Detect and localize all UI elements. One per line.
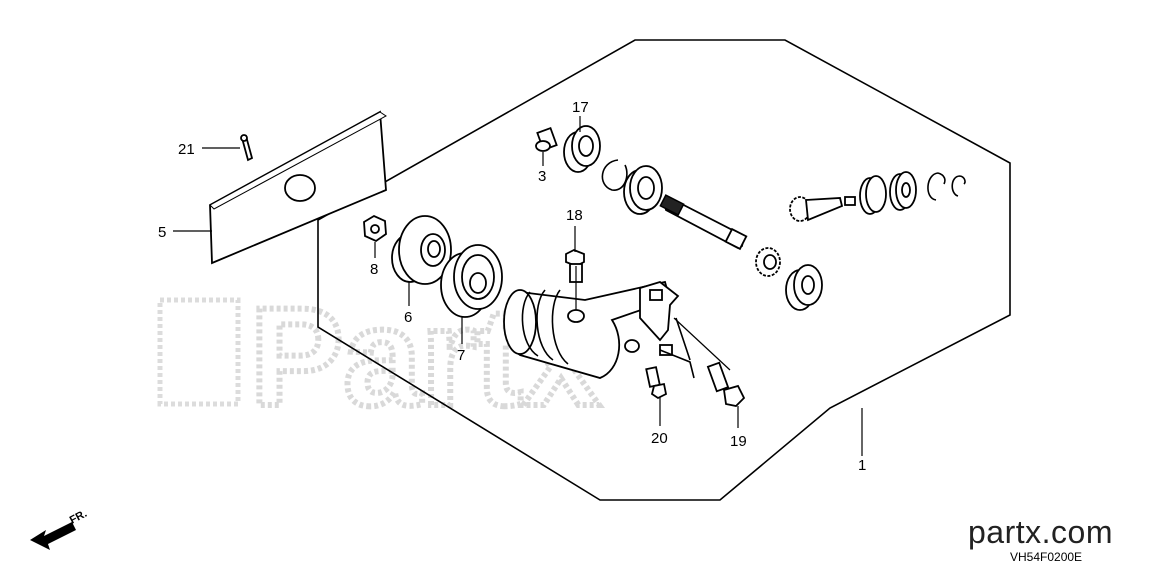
svg-text:FR.: FR. — [68, 508, 89, 527]
bolt-19 — [706, 361, 746, 407]
callout-5: 5 — [158, 224, 166, 241]
callout-20: 20 — [651, 430, 668, 447]
callout-19: 19 — [730, 433, 747, 450]
assembly-outline — [317, 39, 1011, 501]
bevel-gear-shaft — [789, 196, 856, 222]
callout-8: 8 — [370, 261, 378, 278]
front-direction-arrow: FR. — [30, 508, 89, 550]
diagram-code: VH54F0200E — [1010, 550, 1083, 564]
collar-3 — [535, 126, 558, 152]
callout-17: 17 — [572, 99, 589, 116]
nut-8 — [363, 214, 387, 243]
cotter-pin-21 — [240, 134, 254, 162]
bolt-20 — [645, 366, 668, 400]
gear-case-1 — [503, 280, 695, 379]
leader-lines — [173, 116, 863, 456]
snap-rings-right — [927, 172, 966, 201]
circlip — [601, 159, 628, 191]
callout-18: 18 — [566, 207, 583, 224]
callout-3: 3 — [538, 168, 546, 185]
bearing-upper — [623, 165, 663, 215]
brand-logo-text: partx.com — [968, 514, 1113, 550]
bearing-pair-right — [859, 171, 917, 215]
holder-7 — [440, 244, 503, 318]
blade-5 — [209, 110, 387, 265]
pinion-gear — [755, 247, 781, 277]
callout-21: 21 — [178, 141, 195, 158]
gear-shaft — [659, 194, 748, 251]
bearing-lower — [785, 264, 823, 311]
bearing-17 — [563, 125, 601, 173]
callout-1: 1 — [858, 457, 866, 474]
callout-7: 7 — [457, 347, 465, 364]
holder-6 — [391, 215, 452, 285]
callout-6: 6 — [404, 309, 412, 326]
